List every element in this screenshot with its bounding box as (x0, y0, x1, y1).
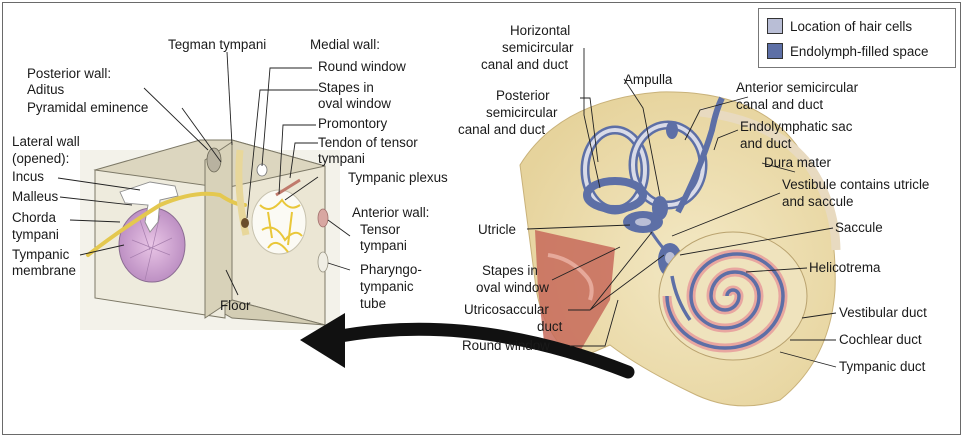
leader-lines (57, 48, 837, 368)
label-incus: Incus (12, 169, 44, 184)
legend-row-endolymph: Endolymph-filled space (767, 43, 928, 59)
label-saccule: Saccule (835, 220, 883, 235)
legend-swatch-endolymph (767, 43, 783, 59)
label-tympanic-duct: Tympanic duct (839, 359, 926, 374)
label-stapes-line1: Stapes in (318, 80, 374, 95)
label-tendon-line2: tympani (318, 151, 365, 166)
cochlea (658, 231, 808, 361)
label-ampulla: Ampulla (624, 72, 673, 87)
posterior-wall-edge (204, 141, 233, 319)
label-tympanic-membrane-line1: Tympanic (12, 247, 70, 262)
label-vestibular-duct: Vestibular duct (839, 305, 927, 320)
middle-ear-illustration (80, 139, 340, 330)
label-anterior-wall: Anterior wall: (352, 205, 429, 220)
label-pharyngo-line1: Pharyngo- (360, 262, 422, 277)
label-horizontal-line1: Horizontal (510, 23, 570, 38)
label-tegman-tympani: Tegman tympani (168, 37, 266, 52)
tensor-tympani-opening (317, 208, 329, 228)
legend-swatch-hair-cells (767, 18, 783, 34)
arrow-shaft (323, 322, 635, 379)
cochlear-duct-path (665, 252, 785, 350)
label-pharyngo-line2: tympanic (360, 279, 414, 294)
oval-window (241, 218, 249, 228)
label-stapes-inner-line1: Stapes in (482, 263, 538, 278)
label-floor: Floor (220, 298, 251, 313)
legend-row-hair-cells: Location of hair cells (767, 18, 912, 34)
legend-label-endolymph: Endolymph-filled space (790, 43, 929, 59)
label-utricosaccular-line1: Utricosaccular (464, 302, 549, 317)
dura-mater-band (699, 107, 841, 251)
label-tympanic-plexus: Tympanic plexus (348, 170, 448, 185)
label-utricosaccular-line2: duct (537, 319, 563, 334)
label-dura-mater: Dura mater (764, 155, 832, 170)
inner-ear-illustration (519, 91, 841, 407)
label-posterior-wall: Posterior wall: (27, 66, 111, 81)
label-malleus: Malleus (12, 189, 58, 204)
tensor-tympani-tendon (275, 178, 301, 197)
label-chorda-line1: Chorda (12, 210, 56, 225)
label-chorda-line2: tympani (12, 227, 59, 242)
label-stapes-line2: oval window (318, 96, 391, 111)
inner-ear-labels: Horizontal semicircular canal and duct A… (458, 23, 929, 374)
legend-label-hair-cells: Location of hair cells (790, 18, 913, 34)
orientation-arrow (300, 313, 635, 379)
endolymphatic-duct (675, 96, 725, 214)
chorda-tympani-nerve (86, 191, 247, 257)
label-round-window-medial: Round window (318, 59, 406, 74)
label-promontory: Promontory (318, 116, 388, 131)
label-pharyngo-line3: tube (360, 296, 386, 311)
label-medial-wall: Medial wall: (310, 37, 380, 52)
middle-ear-labels: Tegman tympani Medial wall: Round window… (12, 37, 448, 313)
label-lateral-wall-line2: (opened): (12, 151, 69, 166)
label-tensor-line2: tympani (360, 238, 407, 253)
middle-ear-cavity (535, 230, 615, 360)
legend: Location of hair cells Endolymph-filled … (758, 8, 956, 68)
label-tympanic-membrane-line2: membrane (12, 263, 76, 278)
label-endolymphatic-line1: Endolymphatic sac (740, 119, 853, 134)
label-anterior-line2: canal and duct (736, 97, 823, 112)
arrow-head (300, 313, 345, 368)
label-helicotrema: Helicotrema (809, 260, 881, 275)
label-pyramidal-eminence: Pyramidal eminence (27, 100, 148, 115)
tympanic-plexus (259, 198, 303, 253)
label-endolymphatic-line2: and duct (740, 136, 792, 151)
label-horizontal-line2: semicircular (502, 40, 574, 55)
label-vestibule-line2: and saccule (782, 194, 853, 209)
pharyngotympanic-tube-opening (317, 251, 329, 273)
horizontal-canal (583, 177, 647, 213)
label-aditus: Aditus (27, 82, 65, 97)
label-utricle: Utricle (478, 222, 516, 237)
label-anterior-line1: Anterior semicircular (736, 80, 859, 95)
membrane-texture (129, 214, 173, 281)
label-posterior-line3: canal and duct (458, 122, 545, 137)
label-stapes-inner-line2: oval window (476, 280, 549, 295)
label-tensor-line1: Tensor (360, 222, 401, 237)
label-posterior-line2: semicircular (486, 105, 558, 120)
label-posterior-line1: Posterior (496, 88, 550, 103)
label-tendon-line1: Tendon of tensor (318, 135, 418, 150)
label-horizontal-line3: canal and duct (481, 57, 568, 72)
stapes-bone (547, 253, 594, 301)
aditus-opening (206, 147, 222, 173)
label-vestibule-line1: Vestibule contains utricle (782, 177, 929, 192)
label-cochlear-duct: Cochlear duct (839, 332, 922, 347)
label-round-window-inner: Round window (462, 338, 550, 353)
label-lateral-wall-line1: Lateral wall (12, 134, 80, 149)
malleus-incus-ossicles (119, 181, 179, 233)
